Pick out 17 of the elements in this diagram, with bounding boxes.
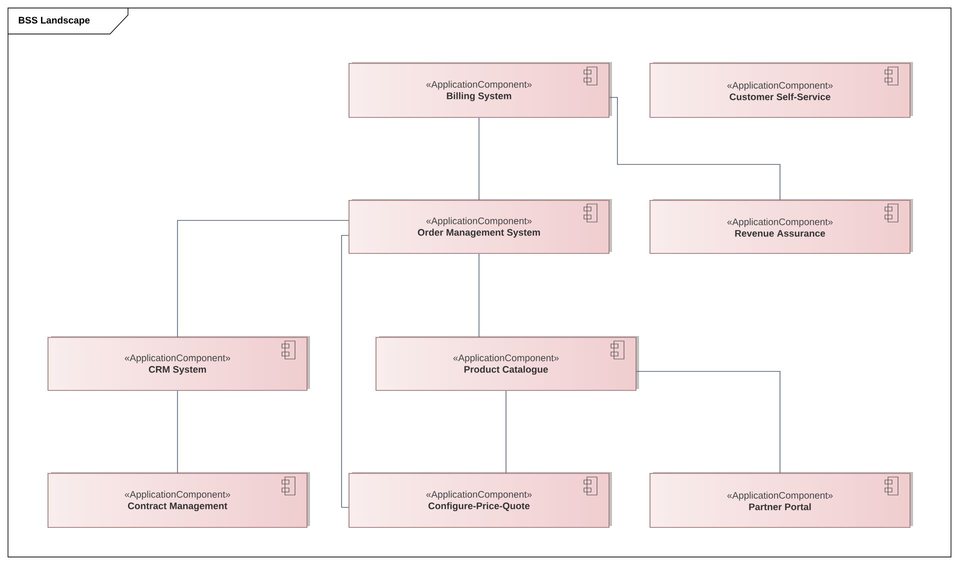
frame-title: BSS Landscape [8, 8, 128, 34]
connector [609, 97, 780, 200]
component-box: «ApplicationComponent» Customer Self-Service [650, 63, 910, 118]
component-box: «ApplicationComponent» Billing System [348, 63, 610, 118]
connector [636, 371, 780, 474]
component-box: «ApplicationComponent» Contract Management [48, 473, 308, 528]
connector [341, 235, 349, 508]
component-box: «ApplicationComponent» Partner Portal [650, 473, 910, 528]
connector [478, 253, 480, 338]
component-box: «ApplicationComponent» Revenue Assurance [650, 200, 910, 254]
connector [177, 390, 178, 474]
component-box: «ApplicationComponent» Product Catalogue [376, 337, 636, 391]
component-box: «ApplicationComponent» Configure-Price-Quote [348, 473, 610, 528]
component-box: «ApplicationComponent» Order Management System [348, 200, 610, 254]
connector [177, 220, 349, 338]
connector [478, 117, 480, 200]
component-box: «ApplicationComponent» CRM System [48, 337, 308, 391]
